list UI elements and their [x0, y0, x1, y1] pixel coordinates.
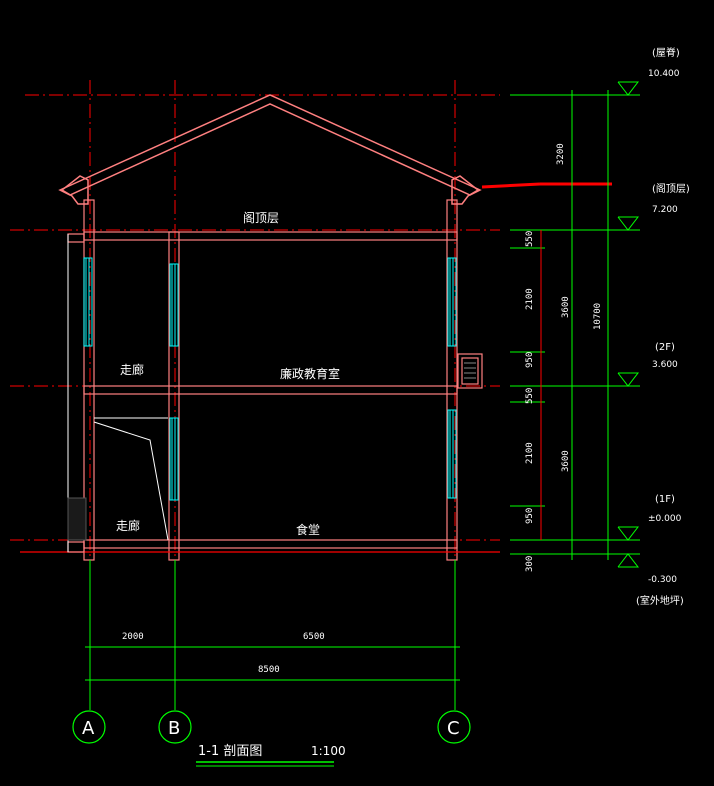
drawing-title: 1-1 剖面图 [198, 744, 262, 759]
dim-f2-win: 2100 [525, 288, 535, 310]
walls [20, 199, 500, 561]
dim-f1-top: 550 [525, 388, 535, 404]
level-1f-value: ±0.000 [648, 514, 682, 524]
dim-ab: 2000 [122, 632, 144, 642]
axis-label-c: C [447, 718, 460, 739]
axis-label-a: A [82, 718, 95, 739]
dim-plinth: 300 [525, 556, 535, 572]
door-swing [93, 421, 169, 541]
dim-ac: 8500 [258, 665, 280, 675]
stair-hatch [67, 497, 87, 541]
dim-f1-bottom: 950 [525, 508, 535, 524]
axis-label-b: B [168, 718, 180, 739]
room-label-classroom: 廉政教育室 [280, 366, 340, 381]
vent-grille [464, 362, 476, 379]
dim-f2-top: 550 [525, 231, 535, 247]
dim-f1-total: 3600 [561, 450, 571, 472]
level-attic-label: (阁顶层) [652, 182, 690, 195]
level-2f-label: (2F) [655, 342, 675, 353]
axis-bubbles [72, 710, 471, 744]
room-label-canteen: 食堂 [296, 522, 320, 537]
dim-f2-bottom: 950 [525, 352, 535, 368]
dim-bc: 6500 [303, 632, 325, 642]
room-label-corridor-upper: 走廊 [120, 362, 144, 377]
horizontal-dimensions [85, 560, 460, 710]
dim-roof: 3200 [556, 143, 566, 165]
drawing-scale: 1:100 [311, 744, 346, 758]
dim-f2-total: 3600 [561, 296, 571, 318]
room-label-attic: 阁顶层 [243, 211, 279, 225]
vertical-dimensions [510, 90, 640, 560]
level-2f-value: 3.600 [652, 360, 678, 370]
level-ridge-label: (屋脊) [652, 46, 680, 59]
roof-edge-line [481, 182, 541, 189]
dim-f1-win: 2100 [525, 442, 535, 464]
level-ridge-value: 10.400 [648, 69, 680, 79]
level-attic-value: 7.200 [652, 205, 678, 215]
level-symbols [617, 81, 640, 568]
level-outdoor-value: -0.300 [648, 575, 677, 585]
roof [58, 94, 482, 205]
level-outdoor-label: (室外地坪) [636, 594, 684, 607]
level-1f-label: (1F) [655, 494, 675, 505]
windows [83, 257, 457, 501]
dim-overall: 10700 [593, 303, 603, 330]
room-label-corridor-lower: 走廊 [116, 518, 140, 533]
